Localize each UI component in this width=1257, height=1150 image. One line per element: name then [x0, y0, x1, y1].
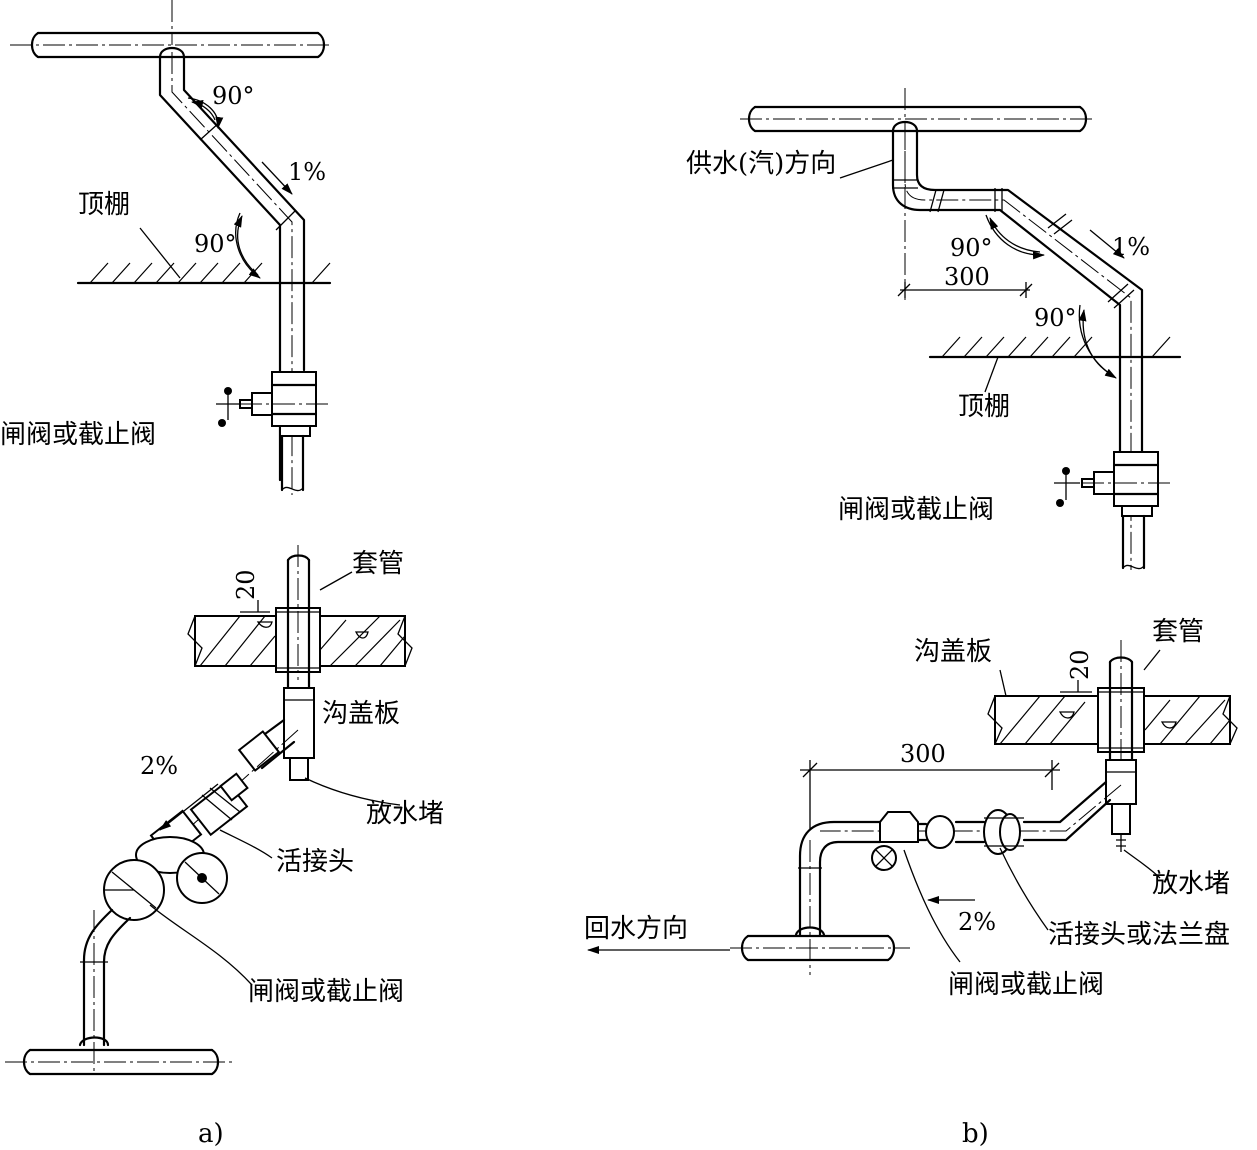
angle-bottom-label-b: 90°	[1034, 304, 1077, 332]
trench-cover-label-b: 沟盖板	[914, 637, 992, 667]
angle-top-label-b: 90°	[950, 234, 993, 262]
union-or-flange-label: 活接头或法兰盘	[1048, 920, 1230, 950]
angle-bottom-label: 90°	[194, 230, 237, 258]
valve-bottom-label-b: 闸阀或截止阀	[948, 970, 1104, 1000]
dim-20-label: 20	[232, 569, 260, 600]
dim-20-label-b: 20	[1066, 649, 1094, 680]
sleeve-label: 套管	[352, 549, 404, 579]
slope-top-label-b: 1%	[1112, 233, 1150, 261]
drain-plug-label: 放水堵	[366, 799, 444, 829]
valve-top-label-b: 闸阀或截止阀	[838, 495, 994, 525]
drain-plug-label-b: 放水堵	[1152, 869, 1230, 899]
return-direction-label: 回水方向	[584, 914, 688, 944]
slope-bottom-label-b: 2%	[958, 908, 996, 936]
supply-direction-label: 供水(汽)方向	[686, 149, 836, 179]
panel-a-bottom-labels: 套管 20 沟盖板 2% 放水堵 活接头 闸阀或截止阀 a)	[140, 549, 444, 1149]
panel-a-top-riser	[10, 0, 332, 495]
valve-top-label: 闸阀或截止阀	[0, 420, 156, 450]
panel-b-bottom-labels: 沟盖板 20 套管 300 放水堵 2% 活接头或法兰盘 回水方向 闸阀或截止阀…	[584, 617, 1230, 1149]
dim-300-top-label: 300	[944, 263, 990, 291]
panel-b-bottom-trench	[587, 640, 1238, 975]
angle-top-label: 90°	[212, 82, 255, 110]
dim-300-bottom-label: 300	[900, 740, 946, 768]
ceiling-label: 顶棚	[78, 190, 130, 220]
panel-a-bottom-trench	[5, 545, 413, 1076]
panel-b-top-labels: 供水(汽)方向 90° 1% 300 90° 顶棚 闸阀或截止阀	[686, 149, 1150, 525]
caption-a: a)	[198, 1119, 224, 1149]
slope-top-label: 1%	[288, 158, 326, 186]
valve-bottom-label: 闸阀或截止阀	[248, 977, 404, 1007]
panel-b-top-riser	[740, 88, 1182, 570]
sleeve-label-b: 套管	[1152, 617, 1204, 647]
panel-a-top-labels: 90° 1% 顶棚 90° 闸阀或截止阀	[0, 82, 326, 450]
slope-bottom-label: 2%	[140, 752, 178, 780]
trench-cover-label: 沟盖板	[322, 699, 400, 729]
union-label: 活接头	[276, 847, 354, 877]
caption-b: b)	[962, 1119, 989, 1149]
ceiling-label-b: 顶棚	[958, 392, 1010, 422]
